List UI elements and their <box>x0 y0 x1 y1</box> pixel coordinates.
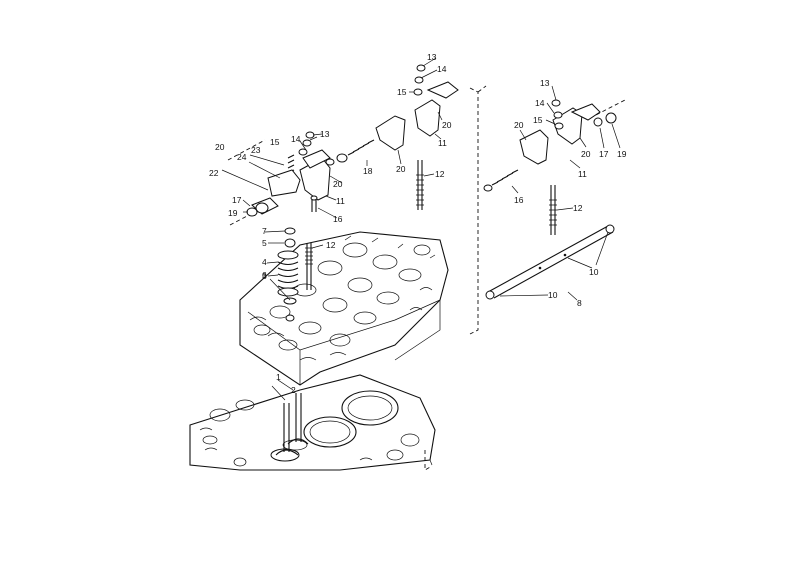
callout-11: 11 <box>578 169 587 179</box>
callout-20: 20 <box>442 120 452 130</box>
callout-16: 16 <box>333 214 343 224</box>
callout-20: 20 <box>396 164 406 174</box>
valves <box>271 379 309 456</box>
callout-2: 2 <box>291 385 296 395</box>
callout-13: 13 <box>427 52 437 62</box>
callout-12: 12 <box>435 169 445 179</box>
callout-12: 12 <box>573 203 583 213</box>
callout-16: 16 <box>514 195 524 205</box>
callout-20: 20 <box>333 179 343 189</box>
callout-6: 6 <box>262 270 267 280</box>
cylinder-block <box>189 374 436 471</box>
callout-24: 24 <box>237 152 247 162</box>
callout-22: 22 <box>209 168 219 178</box>
callout-20: 20 <box>215 142 225 152</box>
callout-15: 15 <box>533 115 543 125</box>
callout-8: 8 <box>577 298 582 308</box>
callout-14: 14 <box>291 134 301 144</box>
cylinder-head <box>239 231 449 386</box>
callout-20: 20 <box>514 120 524 130</box>
rocker-assembly-right <box>469 85 626 335</box>
callout-17: 17 <box>599 149 609 159</box>
callout-labels: 13 14 15 20 11 12 18 20 15 14 13 20 24 2… <box>209 52 627 395</box>
callout-14: 14 <box>437 64 447 74</box>
callout-5: 5 <box>262 238 267 248</box>
callout-1: 1 <box>276 372 281 382</box>
callout-4: 4 <box>262 257 267 267</box>
push-rods <box>305 160 557 290</box>
callout-19: 19 <box>228 208 238 218</box>
callout-14: 14 <box>535 98 545 108</box>
callout-18: 18 <box>363 166 373 176</box>
valve-spring-assembly <box>277 227 299 322</box>
callout-19: 19 <box>617 149 627 159</box>
callout-10: 10 <box>589 267 599 277</box>
callout-20: 20 <box>581 149 591 159</box>
callout-11: 11 <box>336 196 345 206</box>
callout-7: 7 <box>262 226 267 236</box>
callout-15: 15 <box>397 87 407 97</box>
callout-3: 3 <box>262 271 267 281</box>
callout-17: 17 <box>232 195 242 205</box>
callout-23: 23 <box>251 145 261 155</box>
callout-13: 13 <box>320 129 330 139</box>
callout-15: 15 <box>270 137 280 147</box>
rocker-assembly-left <box>227 64 459 226</box>
leader-lines <box>221 57 621 301</box>
callout-12: 12 <box>326 240 336 250</box>
callout-13: 13 <box>540 78 550 88</box>
callout-11: 11 <box>438 138 447 148</box>
callout-10: 10 <box>548 290 558 300</box>
